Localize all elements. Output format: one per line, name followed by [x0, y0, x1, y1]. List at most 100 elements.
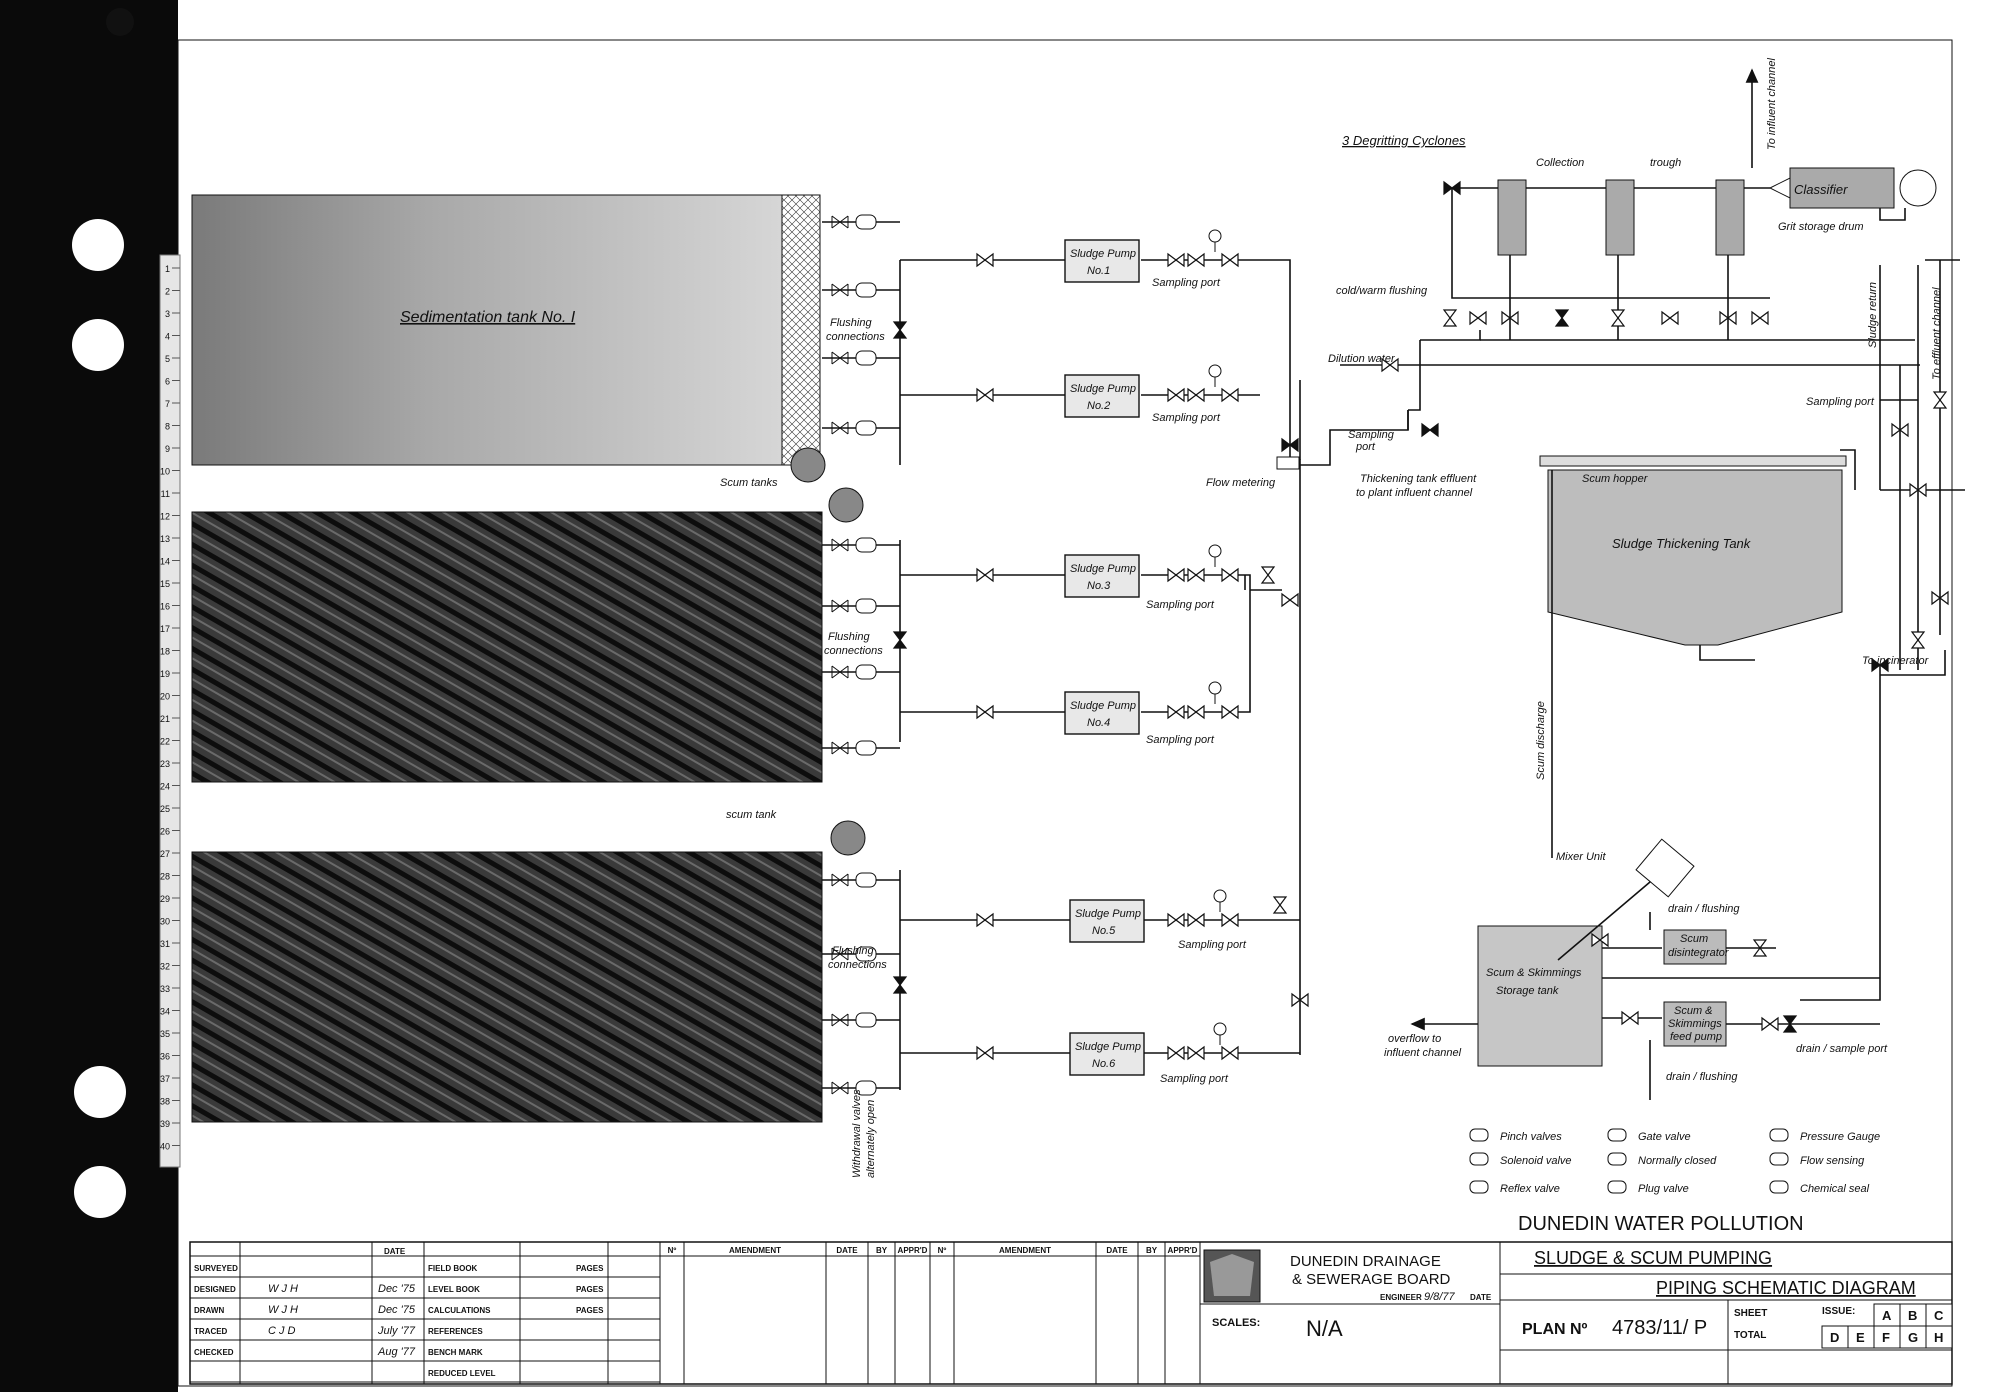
- valve-icon: [976, 1045, 994, 1061]
- ruler-tick-label: 39: [160, 1119, 170, 1129]
- pinch-valve-icon: [855, 420, 877, 436]
- feed-pump-label: feed pump: [1670, 1031, 1722, 1043]
- scum-storage-label: Storage tank: [1496, 985, 1559, 997]
- legend-symbol-icon: [1469, 1128, 1489, 1142]
- pressure-gauge-icon: [1213, 889, 1227, 903]
- legend-symbol-icon: [1769, 1180, 1789, 1194]
- legend-label: Normally closed: [1638, 1155, 1717, 1167]
- issue-letter: A: [1882, 1308, 1892, 1323]
- drain-sample-port-label: drain / sample port: [1796, 1043, 1888, 1055]
- ruler-tick-label: 21: [160, 714, 170, 724]
- record-book: REFERENCES: [428, 1327, 483, 1336]
- flow-meter: [1276, 456, 1300, 470]
- pump-label: Sludge Pump: [1070, 383, 1136, 395]
- valve-icon: [892, 631, 908, 649]
- scum-tank-circle: [790, 447, 826, 483]
- valve-icon: [1221, 912, 1239, 928]
- ruler-tick-label: 30: [160, 917, 170, 927]
- legend-symbol-icon: [1469, 1180, 1489, 1194]
- ruler-tick-label: 2: [165, 287, 170, 297]
- drain-flushing-label: drain / flushing: [1666, 1071, 1738, 1083]
- withdrawal-label: alternately open: [865, 1100, 877, 1178]
- sampling-port-label: Sampling port: [1146, 599, 1215, 611]
- amendment-col-header: BY: [1146, 1246, 1158, 1255]
- ruler-tick-label: 12: [160, 512, 170, 522]
- valve-icon: [1167, 704, 1185, 720]
- sludge-pump-box: [1069, 1032, 1145, 1076]
- flushing-label: connections: [826, 331, 885, 343]
- thickening-effluent-label: Thickening tank effluent: [1360, 473, 1477, 485]
- withdrawal-label: Withdrawal valves: [851, 1089, 863, 1178]
- record-pages: PAGES: [576, 1285, 604, 1294]
- pump-number: No.1: [1087, 265, 1110, 277]
- ruler-tick-label: 16: [160, 602, 170, 612]
- legend-symbol-icon: [1769, 1152, 1789, 1166]
- pump-number: No.3: [1087, 580, 1111, 592]
- ruler-tick-label: 35: [160, 1029, 170, 1039]
- pressure-gauge-icon: [1208, 544, 1222, 558]
- pump-number: No.6: [1092, 1058, 1116, 1070]
- valve-icon: [892, 321, 908, 339]
- date-label: DATE: [1470, 1293, 1492, 1302]
- ruler-tick-label: 38: [160, 1097, 170, 1107]
- pinch-valve-icon: [855, 946, 877, 962]
- title-block: [189, 1241, 1953, 1385]
- record-label: SURVEYED: [194, 1264, 238, 1273]
- thickening-effluent-label: to plant influent channel: [1356, 487, 1473, 499]
- valve-icon: [1187, 567, 1205, 583]
- ruler-tick-label: 7: [165, 399, 170, 409]
- ruler-tick-label: 5: [165, 354, 170, 364]
- plan-label: PLAN Nº: [1522, 1321, 1588, 1338]
- record-date: Dec '75: [378, 1304, 416, 1316]
- pinch-valve-icon: [855, 214, 877, 230]
- grit-storage-drum: [1899, 169, 1937, 207]
- feed-pump-label: Scum &: [1674, 1005, 1713, 1017]
- valve-icon: [1221, 567, 1239, 583]
- record-label: CHECKED: [194, 1348, 234, 1357]
- measurement-ruler: 1234567891011121314151617181920212223242…: [159, 254, 181, 1168]
- flushing-label: connections: [824, 645, 883, 657]
- scum-discharge-label: Scum discharge: [1535, 701, 1547, 780]
- valve-icon: [1610, 309, 1626, 327]
- ruler-tick-label: 37: [160, 1074, 170, 1084]
- scales-label: SCALES:: [1212, 1317, 1260, 1329]
- valve-icon: [976, 704, 994, 720]
- valve-icon: [1621, 1010, 1639, 1026]
- col-header: DATE: [384, 1247, 406, 1256]
- valve-icon: [1187, 387, 1205, 403]
- collection-label: Collection: [1536, 157, 1584, 169]
- sampling-port-label: Sampling port: [1146, 734, 1215, 746]
- scum-storage-area: [1410, 838, 1880, 1100]
- ruler-tick-label: 6: [165, 377, 170, 387]
- scum-tank-circle: [828, 487, 864, 523]
- ruler-tick-label: 22: [160, 737, 170, 747]
- valve-icon: [1187, 1045, 1205, 1061]
- valve-icon: [1167, 1045, 1185, 1061]
- sed-tank-1-label: Sedimentation tank No. I: [400, 309, 576, 326]
- valve-icon: [976, 252, 994, 268]
- issue-letter: G: [1908, 1330, 1918, 1345]
- ruler-tick-label: 26: [160, 827, 170, 837]
- legend-symbol-icon: [1607, 1128, 1627, 1142]
- sludge-pump-box: [1064, 239, 1140, 283]
- ruler-tick-label: 14: [160, 557, 170, 567]
- valve-icon: [1421, 422, 1439, 438]
- overflow-label: influent channel: [1384, 1047, 1462, 1059]
- sludge-pump-box: [1064, 374, 1140, 418]
- valve-icon: [1272, 896, 1288, 914]
- ruler-tick-label: 10: [160, 467, 170, 477]
- engineer-label: ENGINEER: [1380, 1293, 1422, 1302]
- gate-valve-icon: [831, 599, 849, 613]
- ruler-tick-label: 1: [165, 264, 170, 274]
- disintegrator-label: Scum: [1680, 933, 1708, 945]
- drain-flushing-label: drain / flushing: [1668, 903, 1740, 915]
- valve-icon: [1291, 992, 1309, 1008]
- board-crest-icon: [1210, 1254, 1254, 1296]
- legend-symbol-icon: [1769, 1128, 1789, 1142]
- pinch-valve-icon: [855, 282, 877, 298]
- issue-label: ISSUE:: [1822, 1306, 1855, 1317]
- record-name: C J D: [268, 1325, 296, 1337]
- amendment-col-header: APPR'D: [1168, 1246, 1198, 1255]
- issue-cell: [1925, 1325, 1953, 1349]
